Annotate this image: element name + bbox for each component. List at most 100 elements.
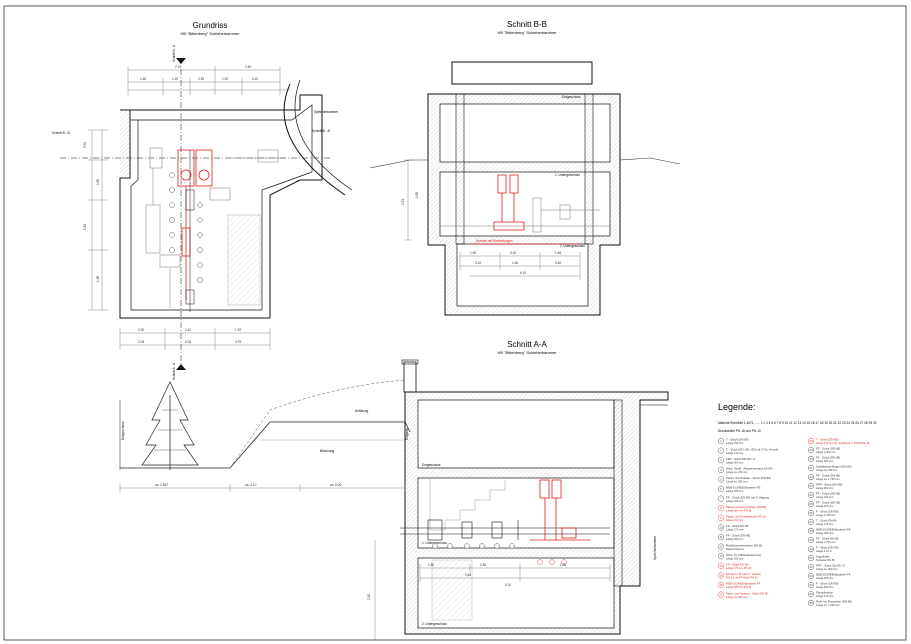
legend-item-bubble: [808, 573, 815, 580]
legend-item-sub: Länge 170 mm: [816, 522, 833, 526]
bb-floor-mid-label: 1. Untergeschoss: [555, 173, 580, 177]
legend-item-sub: Länge 300 mm: [816, 486, 833, 490]
legend-item-bubble: [808, 555, 815, 562]
legend-item-sub: Länge 300 mm: [816, 459, 833, 463]
legend-item-sub: Länge ca. 1.200 mm: [816, 603, 840, 607]
section-aa-view: Schnitt A-A HB "Bittenberg" Schieberkamm…: [119, 340, 669, 640]
aa-floor-mid-label: 1. Untergeschoss: [422, 541, 447, 545]
legend-item-bubble: [718, 553, 725, 560]
legend: Legende: Material Rohrteile 1.4571 .....…: [718, 402, 877, 607]
legend-item-text: FFR - Stück DN 80 / 2": [816, 564, 845, 568]
dim-text: 4.75: [235, 340, 241, 344]
dim-text: 3.52: [83, 142, 87, 148]
dim-text: 2.10: [367, 594, 371, 600]
legend-item-text: Passu und Ausbaustück PN 16: [726, 515, 766, 519]
legend-item-text: Passu und Ausbau - Stück (DN 80): [726, 476, 771, 480]
legend-item-text: F - Stück (DN 80): [816, 582, 839, 586]
legend-header-pressure: Druckstufen PN 16 und PN 10: [718, 429, 761, 433]
legend-item-number: 33: [810, 574, 813, 578]
legend-item-bubble: [808, 591, 815, 598]
legend-item-sub: Länge ca. 300 mm: [816, 567, 837, 571]
legend-item-number: 12: [720, 545, 723, 549]
legend-item-text: F - Stück (DN 80): [816, 546, 839, 550]
aa-fill-label: Anfüllung: [355, 409, 369, 413]
legend-item-text: Wiss. FF Zählerabsperrung: [726, 553, 761, 557]
legend-item-number: 5: [720, 477, 722, 481]
aa-red-bubbles: [537, 559, 567, 565]
legend-item-text: Pass- und Ausbau - Stück DN 80: [726, 591, 769, 595]
legend-item-text: Einlauf in Pumpen - Station: [726, 572, 761, 576]
legend-item-text: FFR - Stück (DN 80): [816, 483, 842, 487]
legend-item-bubble: [718, 591, 725, 598]
section-marker-aa-bottom: Schnitt A - A: [172, 362, 176, 380]
plan-view: Grundriss HB "Bittenberg" Schieberkammer: [52, 21, 353, 380]
section-marker-aa-top: Schnitt A - A: [172, 44, 176, 62]
legend-item-bubble: [808, 519, 815, 526]
tree-icon: [141, 381, 199, 470]
aa-dimension-texts: ca. 2.847 ca. 4.10 ca. 6.00 1.80 2.80 2.…: [155, 483, 566, 600]
section-marker-bb-right: Schnitt B - B: [312, 129, 330, 133]
plan-title: Grundriss: [193, 21, 228, 30]
bb-gray-equipment: [440, 197, 610, 233]
aa-position-bubbles: [432, 543, 515, 549]
legend-item-sub: Länge 200 mm PN 16: [726, 508, 752, 512]
legend-item-text: Kugelhahn: [816, 555, 830, 559]
legend-item-bubble: [718, 438, 725, 445]
legend-item-text: FF - Stück (DN 80): [816, 456, 840, 460]
plan-stairs: [227, 214, 261, 306]
legend-title: Legende:: [718, 402, 756, 412]
legend-item-number: 1: [720, 439, 722, 443]
dim-text: 1.85: [96, 179, 100, 185]
dim-text: 6.18: [185, 340, 191, 344]
legend-item-number: 17: [720, 593, 723, 597]
legend-item-number: 13: [720, 554, 723, 558]
legend-item-sub: Länge 150 mm: [726, 518, 743, 522]
section-bb-view: Schnitt B-B HB "Bittenberg" Schieberkamm…: [369, 20, 681, 316]
legend-item-text: FFR - Stück DN 80 / 2": [726, 457, 755, 461]
legend-item-sub: Länge 300 mm: [726, 460, 743, 464]
legend-item-text: NEB-SCHIEB Bauarten F5: [726, 486, 761, 490]
dim-text: 1.56: [555, 251, 561, 255]
plan-subtitle: HB "Bittenberg" Schieberkammer: [180, 31, 240, 36]
legend-item-number: 21: [810, 466, 813, 470]
legend-item-bubble: [718, 457, 725, 464]
dim-text: 1.58: [96, 276, 100, 282]
legend-item-bubble: [808, 456, 815, 463]
legend-item-sub: Länge 180 mm: [816, 531, 833, 535]
dim-text: 1.92: [222, 77, 228, 81]
dim-text: 2.40: [245, 65, 251, 69]
legend-item-sub: Länge 300 mm: [726, 556, 743, 560]
legend-item-sub: Länge 180 mm: [726, 489, 743, 493]
legend-item-text: T - Stück (DN 100 / 80) mit 3" Zu. Ansch…: [726, 447, 779, 451]
dim-text: 1.60: [512, 261, 518, 265]
plan-pump-station: [177, 149, 213, 300]
legend-item-bubble: [808, 564, 815, 571]
dim-text: 2.80: [480, 563, 486, 567]
dim-text: 2.50: [560, 563, 566, 567]
legend-item-text: FF - Stück (DN 80): [816, 492, 840, 496]
legend-item-sub: Länge ca. 230 mm: [726, 470, 747, 474]
legend-item-text: T - Stück (DN 80): [726, 438, 748, 442]
legend-item-number: 16: [720, 583, 723, 587]
legend-item-sub: Länge 260 mm: [726, 499, 743, 503]
legend-item-bubble: [718, 447, 725, 454]
legend-item-bubble: [808, 447, 815, 454]
legend-item-sub: Länge 170 mm: [726, 528, 743, 532]
legend-item-bubble: [718, 486, 725, 493]
legend-item-text: T - Stück DN 80: [816, 519, 837, 523]
aa-floor-top-label: Erdgeschoss: [422, 463, 441, 467]
legend-item-text: NEB-SCHIEB Bauarten F4: [816, 573, 851, 577]
legend-item-number: 22: [810, 475, 813, 479]
